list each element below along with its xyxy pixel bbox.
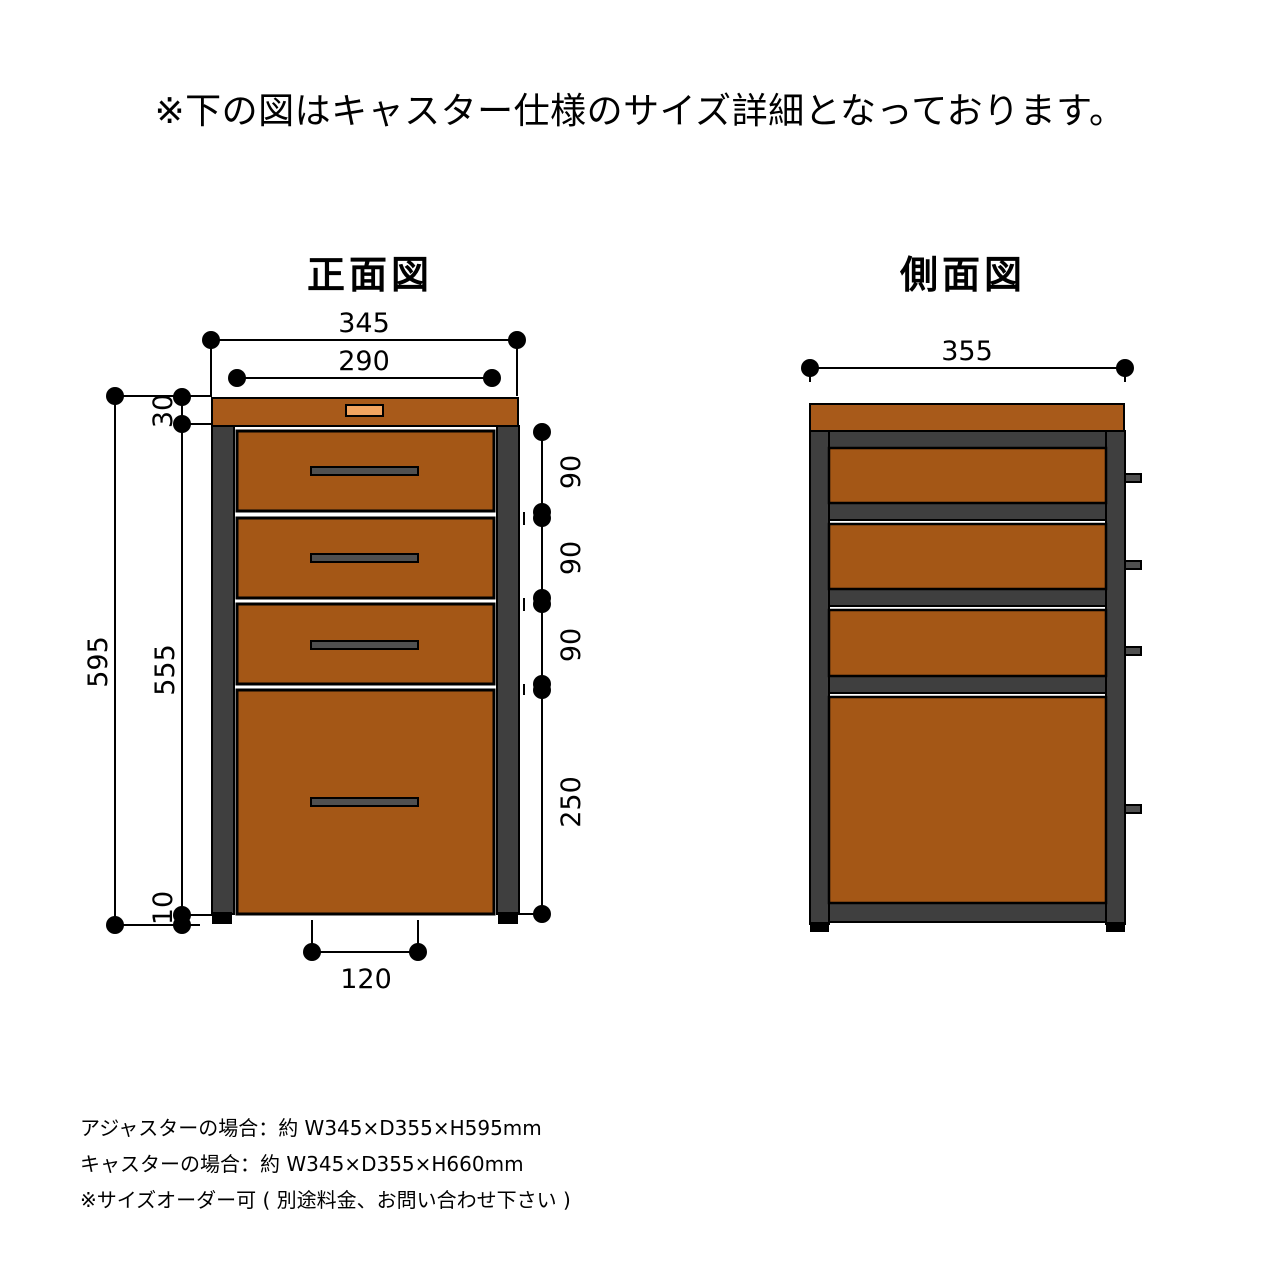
front-bottom-gap-label: 10 [148, 891, 179, 925]
side-depth-label: 355 [941, 336, 993, 367]
front-drawer-2-handle [310, 553, 419, 563]
front-view-drawing [211, 397, 520, 924]
page-heading: ※下の図はキャスター仕様のサイズ詳細となっております。 [154, 91, 1126, 132]
front-drawer-2 [235, 516, 496, 600]
side-rail-3 [828, 588, 1107, 607]
front-view-title: 正面図 [306, 253, 433, 297]
side-rail-bottom [828, 902, 1107, 923]
side-drawer-3 [827, 608, 1108, 678]
front-right-foot [498, 912, 518, 924]
front-height-total-label: 595 [83, 636, 114, 688]
front-drawer-4-label: 250 [556, 776, 587, 828]
side-drawer-2 [827, 522, 1108, 591]
front-drawer-4 [235, 688, 496, 916]
side-dimension-markers [801, 359, 1134, 377]
side-back-frame [1105, 430, 1126, 925]
note-size-order: ※サイズオーダー可 ( 別途料金、お問い合わせ下さい ) [80, 1188, 571, 1212]
side-view-title: 側面図 [899, 253, 1026, 297]
side-rail-2 [828, 502, 1107, 521]
side-handle-2 [1124, 560, 1142, 570]
notes: アジャスターの場合：約 W345×D355×H595mm キャスターの場合：約 … [80, 1110, 571, 1218]
front-label-plate [345, 404, 384, 417]
front-dimension-markers [106, 331, 551, 961]
front-width-total-label: 345 [338, 308, 390, 339]
side-handle-3 [1124, 646, 1142, 656]
side-handle-1 [1124, 473, 1142, 483]
front-width-inner-label: 290 [338, 346, 390, 377]
front-drawer-1-handle [310, 466, 419, 476]
side-front-foot [810, 922, 829, 932]
note-adjuster-size: アジャスターの場合：約 W345×D355×H595mm [80, 1116, 542, 1140]
side-rail-4 [828, 675, 1107, 694]
front-drawer-3-handle [310, 640, 419, 650]
side-top-board [809, 403, 1125, 432]
side-drawer-4 [827, 695, 1108, 905]
front-top-board-label: 30 [148, 394, 179, 428]
front-right-frame [496, 425, 520, 915]
front-drawer-3-label: 90 [556, 628, 587, 662]
front-left-foot [212, 912, 232, 924]
front-drawer-4-handle [310, 797, 419, 807]
front-foot-gap-label: 120 [340, 964, 392, 995]
side-drawer-1 [827, 446, 1108, 505]
front-top-board [211, 397, 519, 427]
front-drawer-1-label: 90 [556, 455, 587, 489]
side-handle-4 [1124, 804, 1142, 814]
side-view-drawing [809, 403, 1142, 932]
front-drawer-2-label: 90 [556, 541, 587, 575]
side-front-frame [809, 430, 830, 925]
side-back-foot [1106, 922, 1125, 932]
note-caster-size: キャスターの場合：約 W345×D355×H660mm [80, 1152, 524, 1176]
front-height-body-label: 555 [150, 644, 181, 696]
front-left-frame [211, 425, 235, 915]
side-rail-1 [828, 430, 1107, 449]
side-dimension-lines [809, 367, 1126, 382]
